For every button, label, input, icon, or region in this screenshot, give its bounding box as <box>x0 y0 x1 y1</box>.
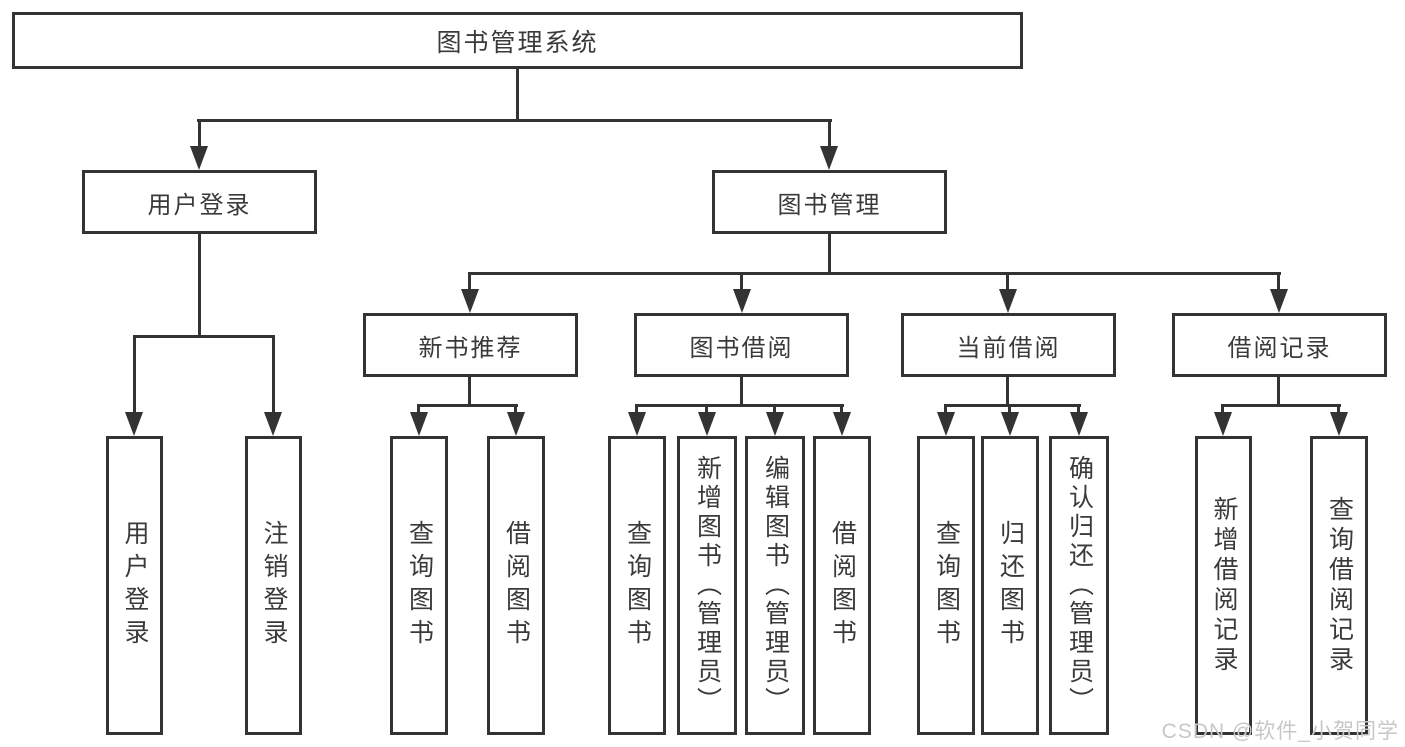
connector-leaf-line <box>840 404 843 414</box>
node-current-borrow: 当前借阅 <box>901 313 1116 377</box>
leaf-borrow-books-recommend: 借阅图书 <box>487 436 545 735</box>
connector-root-branch <box>197 119 832 122</box>
node-label: 图书借阅 <box>689 334 794 362</box>
connector-user-login-branch <box>133 335 275 338</box>
connector-to-borrow-records-line <box>1277 272 1280 292</box>
node-user-login: 用户登录 <box>82 170 317 234</box>
connector-leaf-line <box>417 404 420 414</box>
arrow-to-leaf-confirm-return <box>1070 412 1088 436</box>
node-label: 用户登录 <box>147 191 252 219</box>
connector-leaf-line <box>773 404 776 414</box>
arrow-to-leaf-return-book <box>1001 412 1019 436</box>
connector-leaf-line <box>1221 404 1224 414</box>
node-label: 注销登录 <box>260 519 288 652</box>
node-library-management-system: 图书管理系统 <box>12 12 1023 69</box>
leaf-query-books-borrow: 查询图书 <box>608 436 666 735</box>
connector-records-stub <box>1277 377 1280 407</box>
connector-leaf-line <box>1077 404 1080 414</box>
connector-to-new-book-line <box>468 272 471 292</box>
node-new-book-recommend: 新书推荐 <box>363 313 578 377</box>
connector-leaf-line <box>635 404 638 414</box>
arrow-to-current-borrow <box>999 289 1017 313</box>
connector-to-book-management-line <box>828 119 831 149</box>
node-label: 借阅图书 <box>828 519 857 652</box>
arrow-to-leaf-borrow-books <box>833 412 851 436</box>
node-label: 编辑图书（管理员） <box>761 455 790 716</box>
connector-current-stub <box>1006 377 1009 407</box>
connector-to-leaf-logout-line <box>272 335 275 413</box>
arrow-to-leaf-add-borrow-record <box>1214 412 1232 436</box>
connector-to-book-borrow-line <box>740 272 743 292</box>
leaf-add-borrow-record: 新增借阅记录 <box>1195 436 1252 735</box>
arrow-to-leaf-query-books-recommend <box>410 412 428 436</box>
node-label: 新增图书（管理员） <box>693 455 722 716</box>
connector-book-management-stub <box>828 234 831 275</box>
connector-to-current-borrow-line <box>1006 272 1009 292</box>
arrow-to-leaf-user-login <box>125 412 143 436</box>
arrow-to-book-management <box>820 146 838 170</box>
node-label: 图书管理系统 <box>436 28 599 57</box>
leaf-borrow-books: 借阅图书 <box>813 436 871 735</box>
connector-book-management-branch <box>468 272 1281 275</box>
leaf-query-books-current: 查询图书 <box>917 436 975 735</box>
arrow-to-leaf-add-book <box>698 412 716 436</box>
node-book-borrow: 图书借阅 <box>634 313 849 377</box>
arrow-to-leaf-query-books-borrow <box>628 412 646 436</box>
node-label: 图书管理 <box>777 191 882 219</box>
arrow-to-leaf-borrow-books-recommend <box>507 412 525 436</box>
node-borrow-records: 借阅记录 <box>1172 313 1387 377</box>
connector-root-trunk <box>516 69 519 120</box>
node-label: 查询图书 <box>932 519 961 652</box>
connector-borrow-branch <box>635 404 844 407</box>
connector-recommend-stub <box>468 377 471 407</box>
node-label: 用户登录 <box>121 519 149 652</box>
node-label: 查询图书 <box>623 519 652 652</box>
node-label: 查询借阅记录 <box>1325 495 1354 676</box>
leaf-query-books-recommend: 查询图书 <box>390 436 448 735</box>
connector-leaf-line <box>1008 404 1011 414</box>
leaf-query-borrow-record: 查询借阅记录 <box>1310 436 1368 735</box>
node-label: 借阅图书 <box>502 519 531 652</box>
node-label: 归还图书 <box>996 519 1025 652</box>
leaf-add-book-admin: 新增图书（管理员） <box>677 436 737 735</box>
connector-to-leaf-user-login-line <box>133 335 136 413</box>
arrow-to-book-borrow <box>733 289 751 313</box>
connector-leaf-line <box>705 404 708 414</box>
arrow-to-leaf-logout <box>264 412 282 436</box>
node-label: 确认归还（管理员） <box>1065 455 1094 716</box>
connector-user-login-stub <box>198 234 201 337</box>
connector-to-user-login-line <box>198 119 201 149</box>
connector-recommend-branch <box>417 404 518 407</box>
node-label: 新增借阅记录 <box>1210 495 1238 676</box>
node-label: 查询图书 <box>405 519 434 652</box>
leaf-edit-book-admin: 编辑图书（管理员） <box>745 436 805 735</box>
node-label: 当前借阅 <box>956 334 1061 362</box>
leaf-return-book: 归还图书 <box>981 436 1039 735</box>
leaf-user-login: 用户登录 <box>106 436 163 735</box>
connector-leaf-line <box>1337 404 1340 414</box>
connector-leaf-line <box>514 404 517 414</box>
node-book-management: 图书管理 <box>712 170 947 234</box>
arrow-to-leaf-query-books-current <box>937 412 955 436</box>
leaf-logout: 注销登录 <box>245 436 302 735</box>
arrow-to-new-book-recommend <box>461 289 479 313</box>
node-label: 新书推荐 <box>418 334 523 362</box>
connector-leaf-line <box>944 404 947 414</box>
csdn-watermark: CSDN @软件_小贺同学 <box>1161 720 1399 743</box>
node-label: 借阅记录 <box>1227 334 1332 362</box>
arrow-to-user-login <box>190 146 208 170</box>
connector-current-branch <box>944 404 1081 407</box>
connector-borrow-stub <box>740 377 743 407</box>
arrow-to-leaf-query-borrow-record <box>1330 412 1348 436</box>
connector-records-branch <box>1221 404 1341 407</box>
arrow-to-borrow-records <box>1270 289 1288 313</box>
arrow-to-leaf-edit-book <box>766 412 784 436</box>
leaf-confirm-return-admin: 确认归还（管理员） <box>1049 436 1109 735</box>
